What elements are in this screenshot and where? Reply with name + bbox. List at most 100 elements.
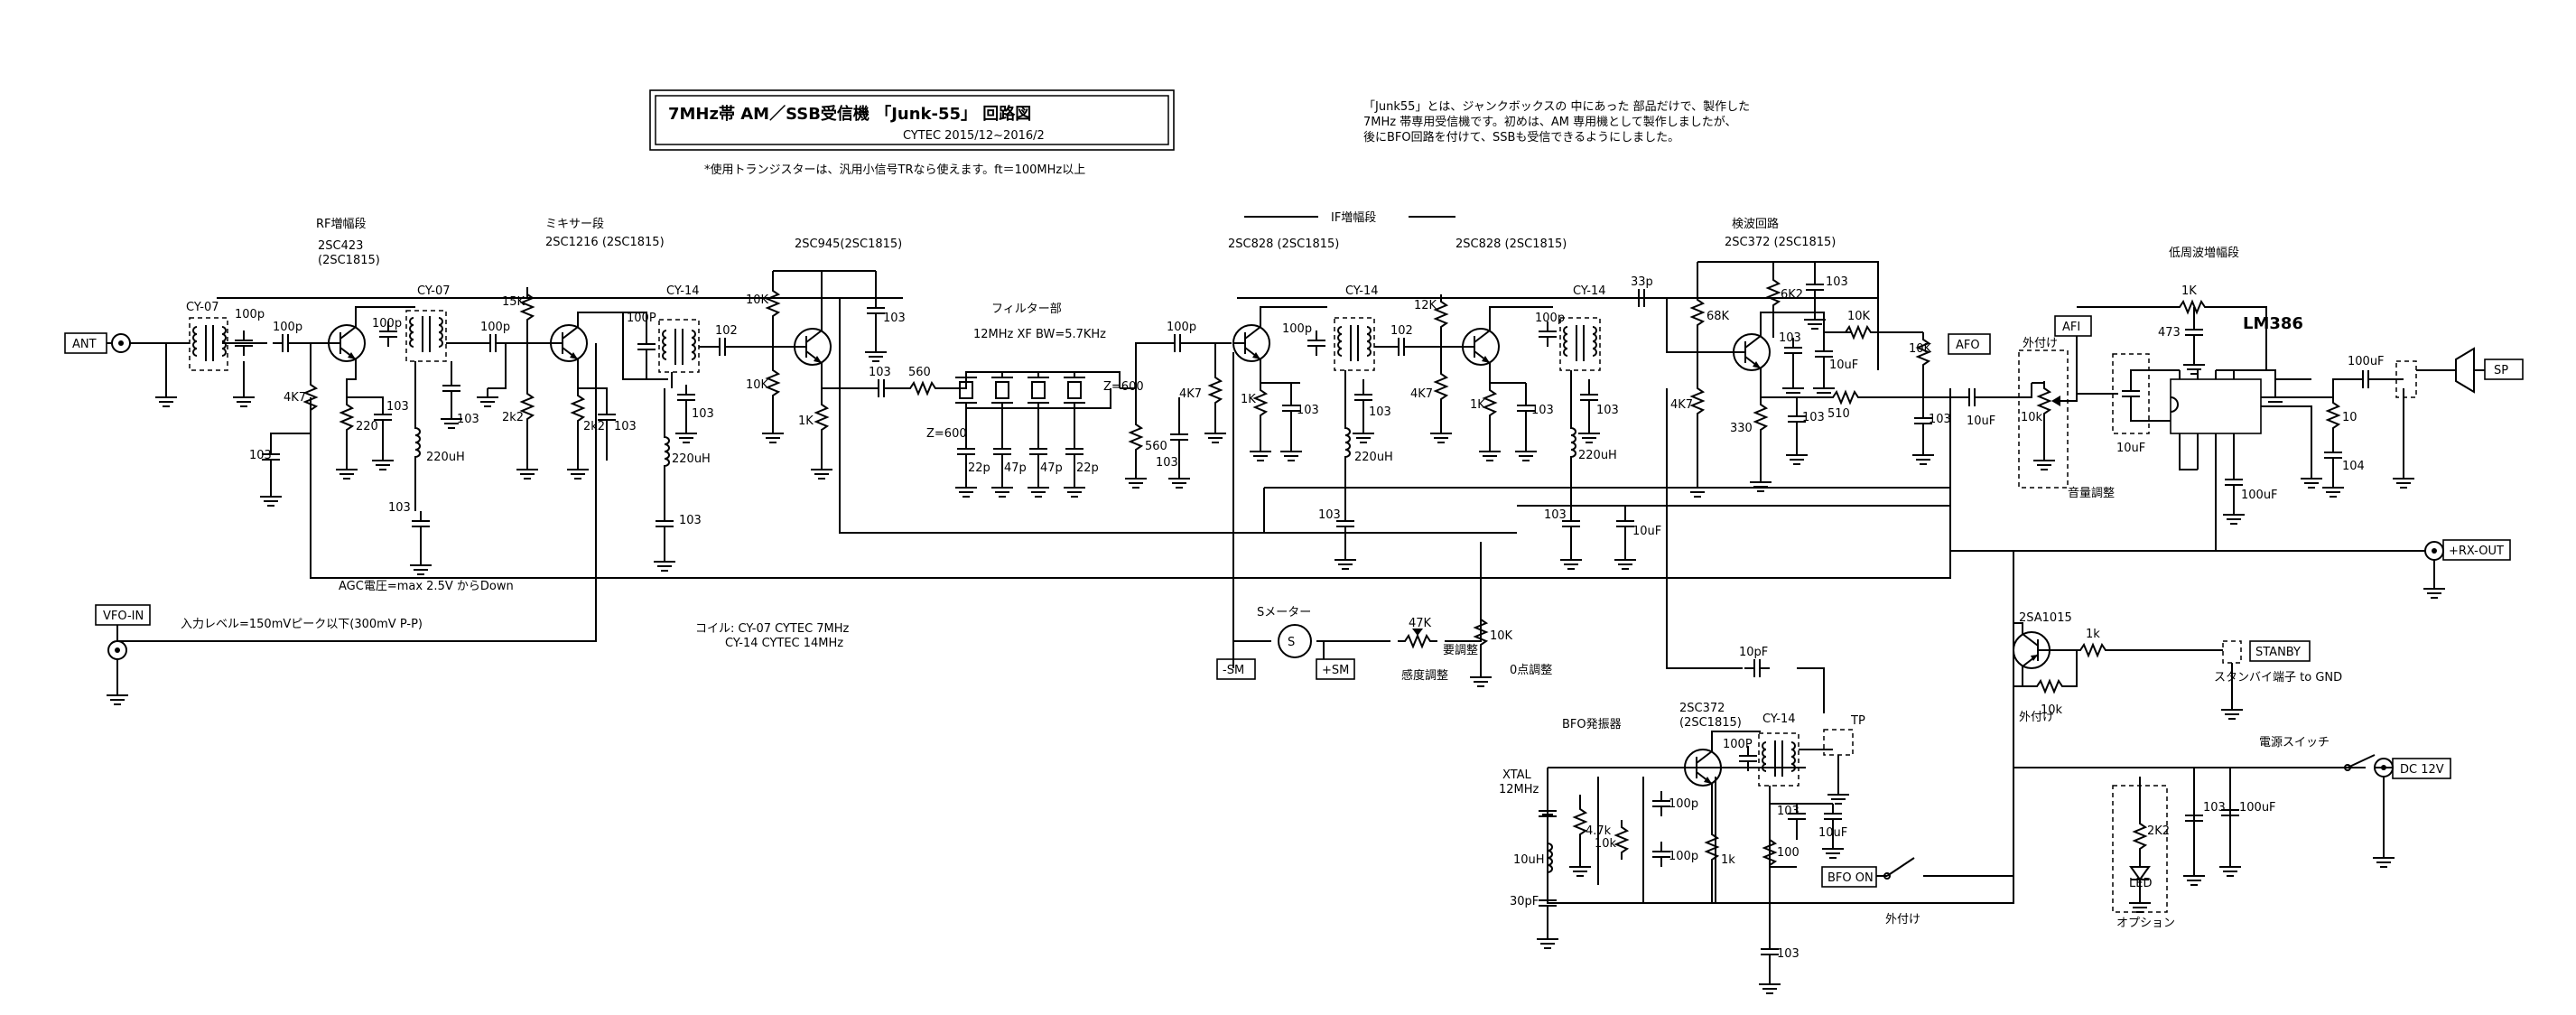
capacitor-icon xyxy=(992,438,1012,465)
zero-adjust-label: 0点調整 xyxy=(1510,664,1552,677)
led-icon xyxy=(2128,893,2152,913)
cap-103-c: 103 xyxy=(388,501,411,515)
choke-220uh-b: 220uH xyxy=(672,452,711,466)
af-volume: 10uF 10k xyxy=(1923,336,2104,489)
filter-impedance-in: Z=600 xyxy=(926,427,967,441)
cap-10uf-b: 10uF xyxy=(1829,359,1858,372)
afi-label: AFI xyxy=(2062,321,2080,334)
res-560-b: 560 xyxy=(1145,440,1167,453)
resistor-icon xyxy=(767,362,779,404)
cap-33p: 33p xyxy=(1631,275,1653,289)
detector-transistor-icon xyxy=(1733,333,1771,371)
ground-icon xyxy=(232,387,256,407)
stanby-terminal[interactable] xyxy=(2249,640,2311,662)
coil-cy14-d: CY-14 xyxy=(1762,712,1795,726)
ground-icon xyxy=(2220,700,2244,720)
resistor-icon xyxy=(1691,380,1704,422)
if-transistor-2-label: 2SC828 (2SC1815) xyxy=(1455,237,1567,251)
volume-label: 音量調整 xyxy=(2068,486,2115,500)
ground-icon xyxy=(1469,667,1493,687)
volume-pot-value: 10k xyxy=(2021,411,2043,424)
standby-terminal-note: スタンバイ端子 to GND xyxy=(2214,671,2342,684)
ground-icon xyxy=(335,460,358,480)
ground-icon xyxy=(2423,579,2446,599)
resistor-icon xyxy=(1754,396,1767,438)
res-330: 330 xyxy=(1730,422,1753,435)
capacitor-icon xyxy=(868,378,895,398)
filter-stage-label: フィルター部 xyxy=(991,303,1062,316)
ground-icon xyxy=(1478,442,1502,461)
capacitor-icon xyxy=(1615,510,1635,537)
standby-transistor-label: 2SA1015 xyxy=(2019,611,2072,625)
ground-icon xyxy=(2321,478,2345,498)
capacitor-icon xyxy=(676,384,696,411)
cap-47p-b: 47p xyxy=(1040,461,1063,475)
resistor-icon xyxy=(815,396,828,438)
ground-icon xyxy=(2300,469,2323,489)
res-6k2: 6K2 xyxy=(1781,288,1803,302)
power-switch-icon[interactable] xyxy=(2344,764,2351,771)
resistor-icon xyxy=(2327,395,2339,436)
ground-icon xyxy=(1821,839,1845,859)
afo-terminal[interactable] xyxy=(1948,333,1991,355)
choke-icon xyxy=(414,422,421,463)
choke-220uh-d: 220uH xyxy=(1578,449,1617,462)
cap-100p-j: 100p xyxy=(1669,850,1698,863)
rf-transistor-icon xyxy=(328,324,366,362)
cap-102-b: 102 xyxy=(1390,324,1413,338)
cap-103-a: 103 xyxy=(249,449,272,462)
ground-icon xyxy=(106,685,129,705)
capacitor-icon xyxy=(411,510,431,537)
detector-stage-label: 検波回路 xyxy=(1732,217,1779,231)
res-2k2-a: 2k2 xyxy=(502,411,524,424)
vfo-jack-icon[interactable] xyxy=(107,640,127,660)
plus-sm-label: +SM xyxy=(1322,664,1349,677)
minus-sm-terminal[interactable] xyxy=(1216,658,1256,680)
capacitor-icon xyxy=(479,333,507,353)
if1-transformer-icon xyxy=(1337,324,1372,362)
rx-out-jack-icon[interactable] xyxy=(2424,541,2444,561)
rx-out-label: +RX-OUT xyxy=(2449,545,2504,558)
cap-103-l: 103 xyxy=(1369,405,1391,419)
input-transformer-icon xyxy=(192,324,227,362)
schematic-title: 7MHz帯 AM／SSB受信機 「Junk-55」 回路図 xyxy=(668,104,1031,124)
capacitor-icon xyxy=(1651,790,1671,817)
ant-label: ANT xyxy=(72,338,97,351)
vfo-input xyxy=(106,625,129,705)
antenna-input: CY-07 100p 100p 4K7 103 xyxy=(107,301,329,507)
res-1k-e: 1K xyxy=(2181,284,2197,298)
afo-label: AFO xyxy=(1956,339,1980,352)
capacitor-icon xyxy=(1958,387,1985,407)
ground-icon xyxy=(1429,424,1453,443)
res-1k-b: 1K xyxy=(1241,393,1256,406)
resistor-icon xyxy=(340,396,353,438)
capacitor-icon xyxy=(1805,274,1825,301)
cap-100p-b: 100p xyxy=(273,321,302,334)
cap-47p-a: 47p xyxy=(1004,461,1027,475)
stage-labels: RF増幅段 2SC423 (2SC1815) ミキサー段 2SC1216 (2S… xyxy=(316,211,2303,796)
standby-switch: 1k 10k xyxy=(2013,622,2244,720)
ant-jack-icon[interactable] xyxy=(111,333,131,353)
title-block: 7MHz帯 AM／SSB受信機 「Junk-55」 回路図 CYTEC 2015… xyxy=(649,89,1175,151)
vfo-in-terminal[interactable] xyxy=(95,604,151,626)
ground-icon xyxy=(2032,451,2056,470)
s-meter-symbol: S xyxy=(1288,636,1295,649)
mixer-transistor-label: 2SC1216 (2SC1815) xyxy=(545,236,665,249)
resistor-icon xyxy=(1837,326,1879,339)
ground-icon xyxy=(1559,550,1583,570)
description-line-3: 後にBFO回路を付けて、SSBも受信できるようにしました。 xyxy=(1363,130,1679,144)
afi-terminal[interactable] xyxy=(2054,315,2092,337)
rf-stage-label: RF増幅段 xyxy=(316,218,367,231)
ground-icon xyxy=(1812,378,1836,398)
bfo-switch-icon[interactable] xyxy=(1883,872,1891,880)
cap-10pf: 10pF xyxy=(1739,646,1768,659)
rx-out xyxy=(2215,541,2446,599)
tp-label: TP xyxy=(1850,714,1865,728)
ground-icon xyxy=(1785,445,1809,465)
description-line-1: 「Junk55」とは、ジャンクボックスの 中にあった 部品だけで、製作した xyxy=(1363,100,1750,114)
buffer-transistor-icon xyxy=(794,328,832,366)
resistor-icon xyxy=(1435,293,1447,335)
plus-sm-terminal[interactable] xyxy=(1316,658,1355,680)
ground-icon xyxy=(1063,478,1086,498)
